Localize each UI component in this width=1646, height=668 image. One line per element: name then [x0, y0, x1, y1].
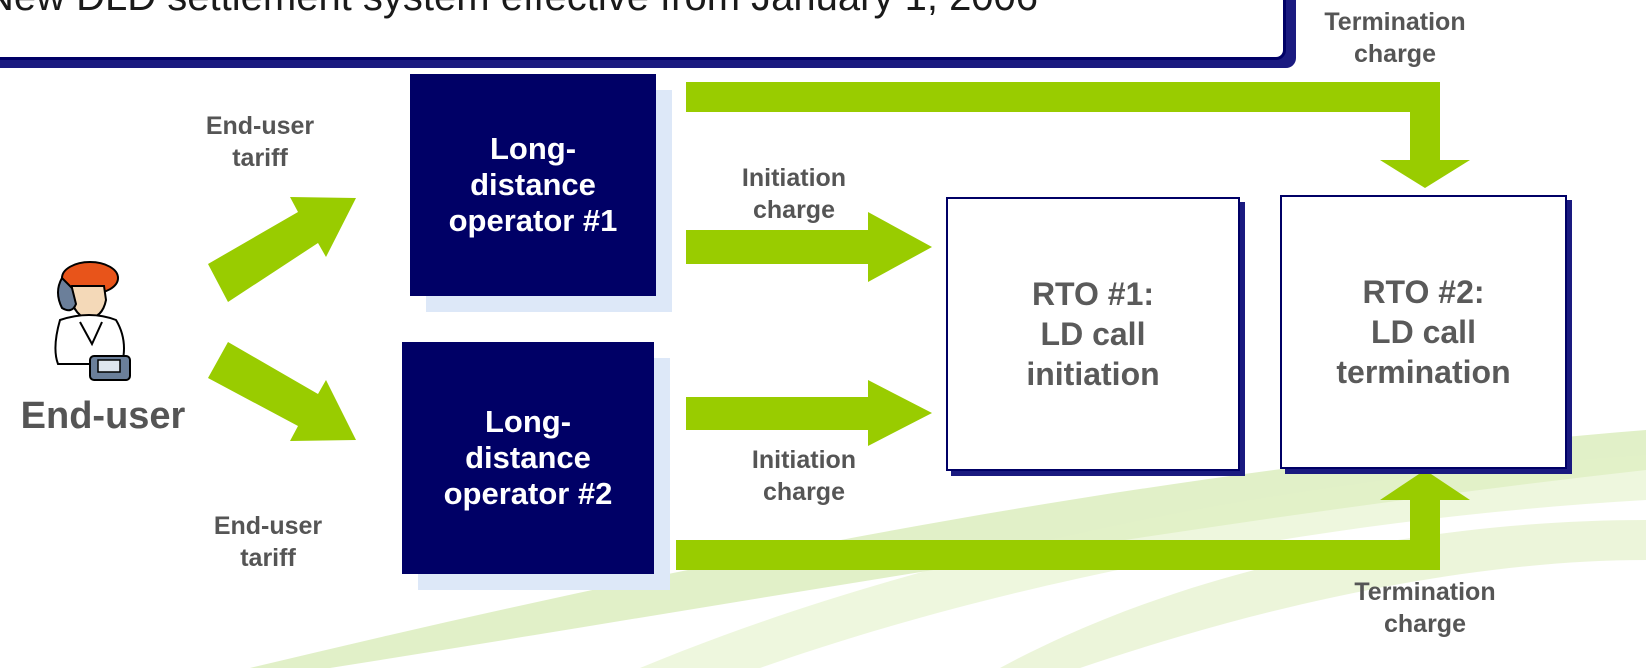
- arrow-enduser-to-op2: [208, 342, 356, 441]
- arrow-op2-termination: [676, 470, 1470, 570]
- arrow-op1-initiation: [686, 212, 932, 282]
- termination-charge-label-bottom: Termination charge: [1354, 578, 1496, 638]
- arrow-op1-termination: [686, 82, 1470, 188]
- initiation-charge-label-top: Initiation charge: [741, 164, 847, 224]
- arrow-enduser-to-op1: [208, 197, 356, 302]
- long-distance-operator-1: Long- distance operator #1: [410, 74, 656, 296]
- arrow-op2-initiation: [686, 380, 932, 446]
- long-distance-operator-2: Long- distance operator #2: [402, 342, 654, 574]
- rto-2-termination-box: RTO #2: LD call termination: [1280, 195, 1567, 469]
- initiation-charge-label-bottom: Initiation charge: [751, 446, 857, 506]
- page-title: New DLD settlement system effective from…: [0, 0, 1038, 20]
- title-banner: New DLD settlement system effective from…: [0, 0, 1286, 60]
- termination-charge-label-top: Termination charge: [1324, 8, 1466, 68]
- end-user-label: End-user: [20, 395, 186, 437]
- end-user-tariff-label-top: End-user tariff: [205, 112, 315, 172]
- end-user-tariff-label-bottom: End-user tariff: [213, 512, 323, 572]
- rto-1-initiation-box: RTO #1: LD call initiation: [946, 197, 1240, 471]
- phone-user-icon: [54, 261, 131, 381]
